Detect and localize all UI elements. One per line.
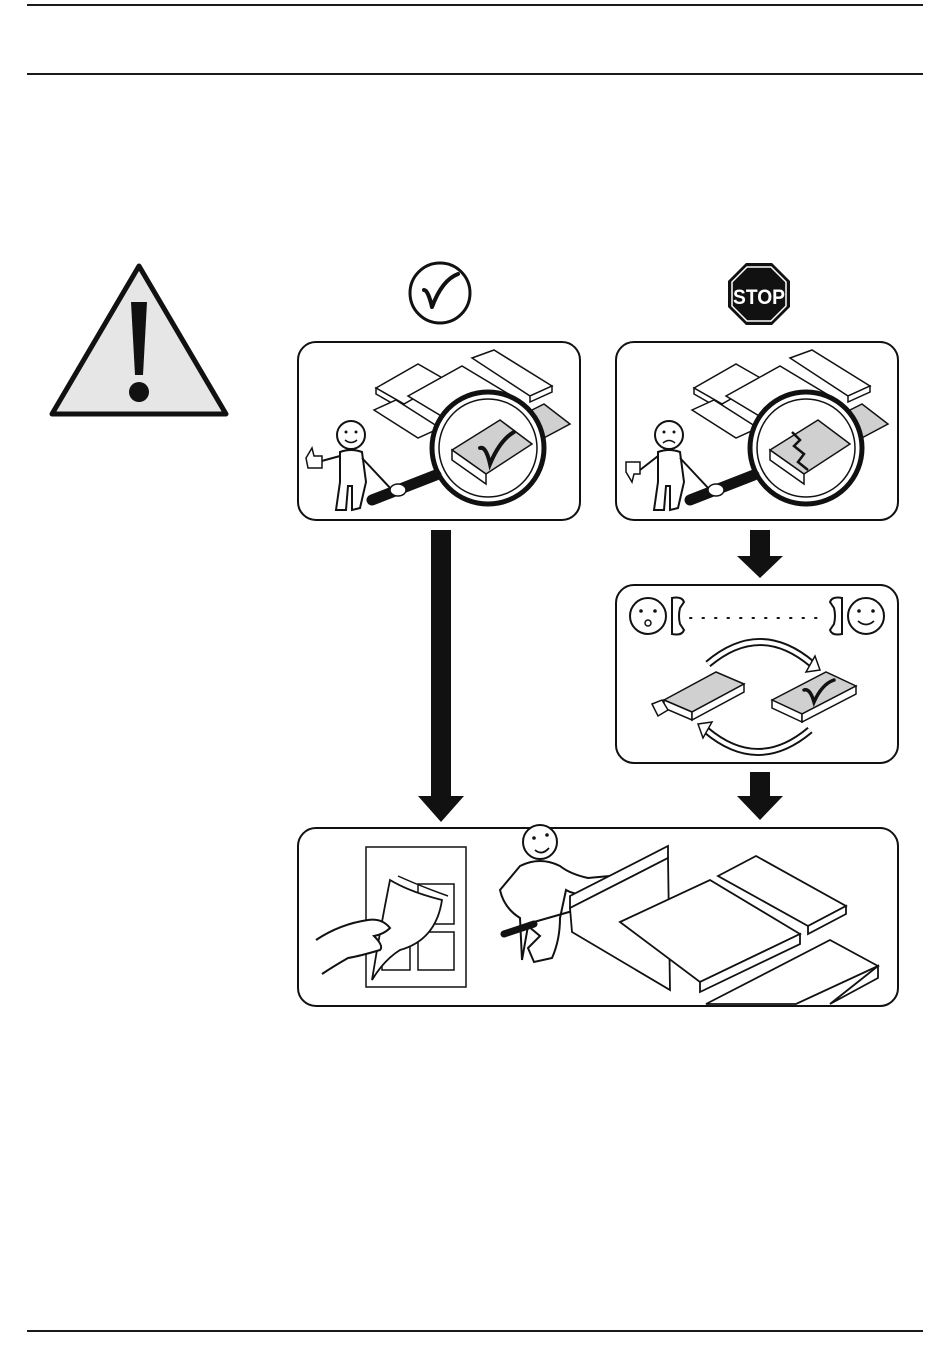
- inspect-ok-panel: [298, 342, 580, 520]
- stop-sign-icon: STOP: [728, 263, 790, 325]
- short-arrow-down-icon: [737, 530, 783, 578]
- assembly-panel: [298, 825, 898, 1006]
- stop-sign-label: STOP: [733, 286, 785, 309]
- long-arrow-down-icon: [418, 530, 464, 822]
- short-arrow-down-icon: [737, 772, 783, 820]
- warning-triangle-exclamation-icon: [52, 266, 226, 414]
- inspect-damaged-panel: [616, 342, 898, 520]
- contact-exchange-panel: [616, 585, 898, 763]
- check-circle-icon: [410, 263, 470, 323]
